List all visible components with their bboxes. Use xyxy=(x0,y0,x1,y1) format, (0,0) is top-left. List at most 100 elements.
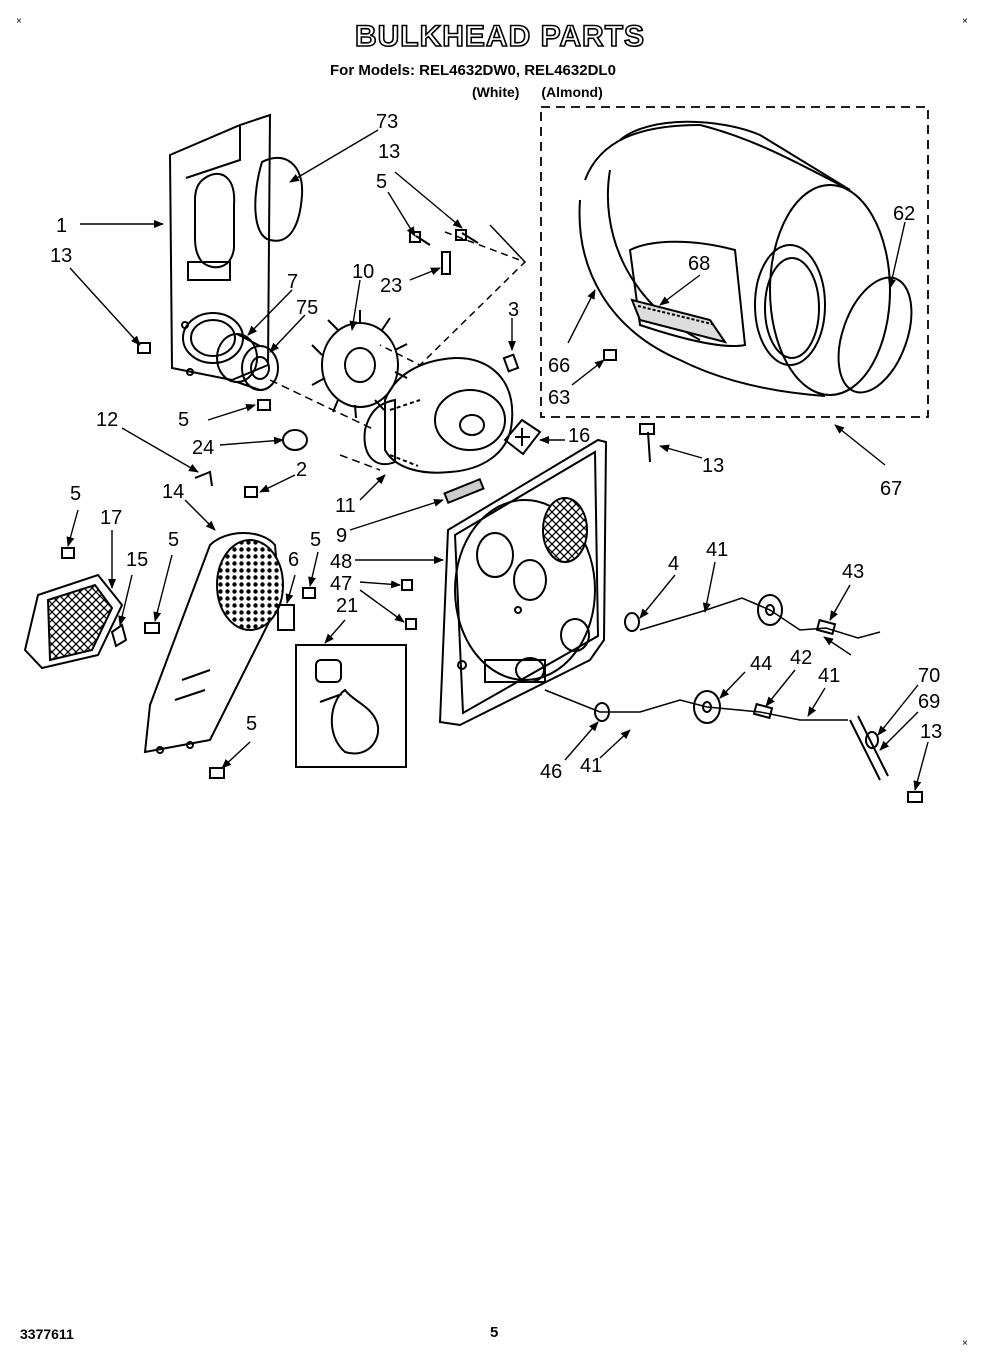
screw-5-grille xyxy=(144,622,160,634)
blower-wheel xyxy=(311,310,408,419)
leader-lines xyxy=(66,129,929,791)
callout-17: 17 xyxy=(100,507,122,529)
callout-41: 41 xyxy=(706,539,728,561)
callout-13: 13 xyxy=(920,721,942,743)
screw-63 xyxy=(603,349,617,361)
drum-assembly-dashed-box xyxy=(540,106,929,418)
rear-bulkhead-panel xyxy=(168,113,272,382)
callout-14: 14 xyxy=(162,481,184,503)
lint-duct xyxy=(143,532,284,754)
drum-baffle xyxy=(630,298,728,344)
screw-47b xyxy=(405,618,417,630)
rear-drum-bearing xyxy=(216,333,279,391)
screw-5-bottom xyxy=(209,767,225,779)
callout-75: 75 xyxy=(296,297,318,319)
callout-47: 47 xyxy=(330,573,352,595)
roller-washer-46 xyxy=(594,702,610,722)
door-switch xyxy=(277,604,295,631)
callout-5: 5 xyxy=(310,529,321,551)
callout-5: 5 xyxy=(168,529,179,551)
document-number: 3377611 xyxy=(20,1326,74,1342)
callout-23: 23 xyxy=(380,275,402,297)
callout-9: 9 xyxy=(336,525,347,547)
callout-66: 66 xyxy=(548,355,570,377)
variant-white: (White) xyxy=(472,84,520,100)
callout-7: 7 xyxy=(287,271,298,293)
callout-41: 41 xyxy=(818,665,840,687)
callout-69: 69 xyxy=(918,691,940,713)
callout-24: 24 xyxy=(192,437,214,459)
callout-5: 5 xyxy=(178,409,189,431)
callout-11: 11 xyxy=(335,495,356,517)
corner-mark-top-right: × xyxy=(962,16,968,27)
screw-13-upper xyxy=(455,229,479,244)
wire-harness-inset xyxy=(295,644,407,768)
roller-washer-4 xyxy=(624,612,640,632)
screw-47a xyxy=(401,579,413,591)
callout-6: 6 xyxy=(288,549,299,571)
callout-43: 43 xyxy=(842,561,864,583)
callout-5: 5 xyxy=(376,171,387,193)
drum-roller-lower xyxy=(544,689,848,724)
roller-axle-42 xyxy=(752,702,774,720)
callout-15: 15 xyxy=(126,549,148,571)
callout-2: 2 xyxy=(296,459,307,481)
page-number: 5 xyxy=(490,1324,499,1341)
callout-1: 1 xyxy=(56,215,67,237)
idler-pin xyxy=(502,353,520,373)
screw-5-lower-left xyxy=(61,547,75,559)
callout-67: 67 xyxy=(880,478,902,500)
drum-roller-upper xyxy=(639,594,881,639)
callout-4: 4 xyxy=(668,553,679,575)
callout-63: 63 xyxy=(548,387,570,409)
callout-42: 42 xyxy=(790,647,812,669)
model-variants: (White) (Almond) xyxy=(472,84,603,100)
callout-13: 13 xyxy=(702,455,724,477)
callout-70: 70 xyxy=(918,665,940,687)
corner-mark-top-left: × xyxy=(16,16,22,27)
bracket-24 xyxy=(282,429,308,451)
lint-screen-clip xyxy=(110,623,128,648)
screw-5-duct xyxy=(302,587,316,599)
thermistor-harness-dashed xyxy=(379,231,527,366)
screw-5-mid xyxy=(257,399,271,411)
callout-5: 5 xyxy=(70,483,81,505)
callout-48: 48 xyxy=(330,551,352,573)
front-felt-pad xyxy=(443,477,485,505)
screw-13-right xyxy=(639,423,655,463)
callout-16: 16 xyxy=(568,425,590,447)
callout-10: 10 xyxy=(352,261,374,283)
front-bulkhead xyxy=(438,438,608,727)
corner-mark-bottom-right: × xyxy=(962,1338,968,1349)
lint-screen-grille xyxy=(23,573,124,670)
page-title: BULKHEAD PARTS xyxy=(354,19,646,54)
callout-5: 5 xyxy=(246,713,257,735)
callout-12: 12 xyxy=(96,409,118,431)
callout-13: 13 xyxy=(378,141,400,163)
screw-13-left xyxy=(137,342,151,354)
callout-73: 73 xyxy=(376,111,398,133)
variant-almond: (Almond) xyxy=(541,84,603,100)
screw-13-lower xyxy=(907,791,923,803)
callout-46: 46 xyxy=(540,761,562,783)
callout-labels: 73 13 5 1 13 10 23 7 75 3 62 68 66 63 12… xyxy=(50,111,942,783)
drum xyxy=(578,120,891,397)
clip-12 xyxy=(194,470,213,487)
callout-3: 3 xyxy=(508,299,519,321)
blower-housing xyxy=(363,356,514,474)
callout-62: 62 xyxy=(893,203,915,225)
screw-2 xyxy=(244,486,258,498)
callout-21: 21 xyxy=(336,595,358,617)
callout-41: 41 xyxy=(580,755,602,777)
rear-panel-seal xyxy=(254,156,304,242)
drum-rear-seal-ring xyxy=(837,276,913,394)
callout-44: 44 xyxy=(750,653,772,675)
thermal-fuse xyxy=(503,418,542,456)
models-line: For Models: REL4632DW0, REL4632DL0 xyxy=(330,62,616,79)
roller-axle-43 xyxy=(815,618,837,636)
callout-68: 68 xyxy=(688,253,710,275)
thermistor-bracket xyxy=(441,251,451,275)
callout-13: 13 xyxy=(50,245,72,267)
